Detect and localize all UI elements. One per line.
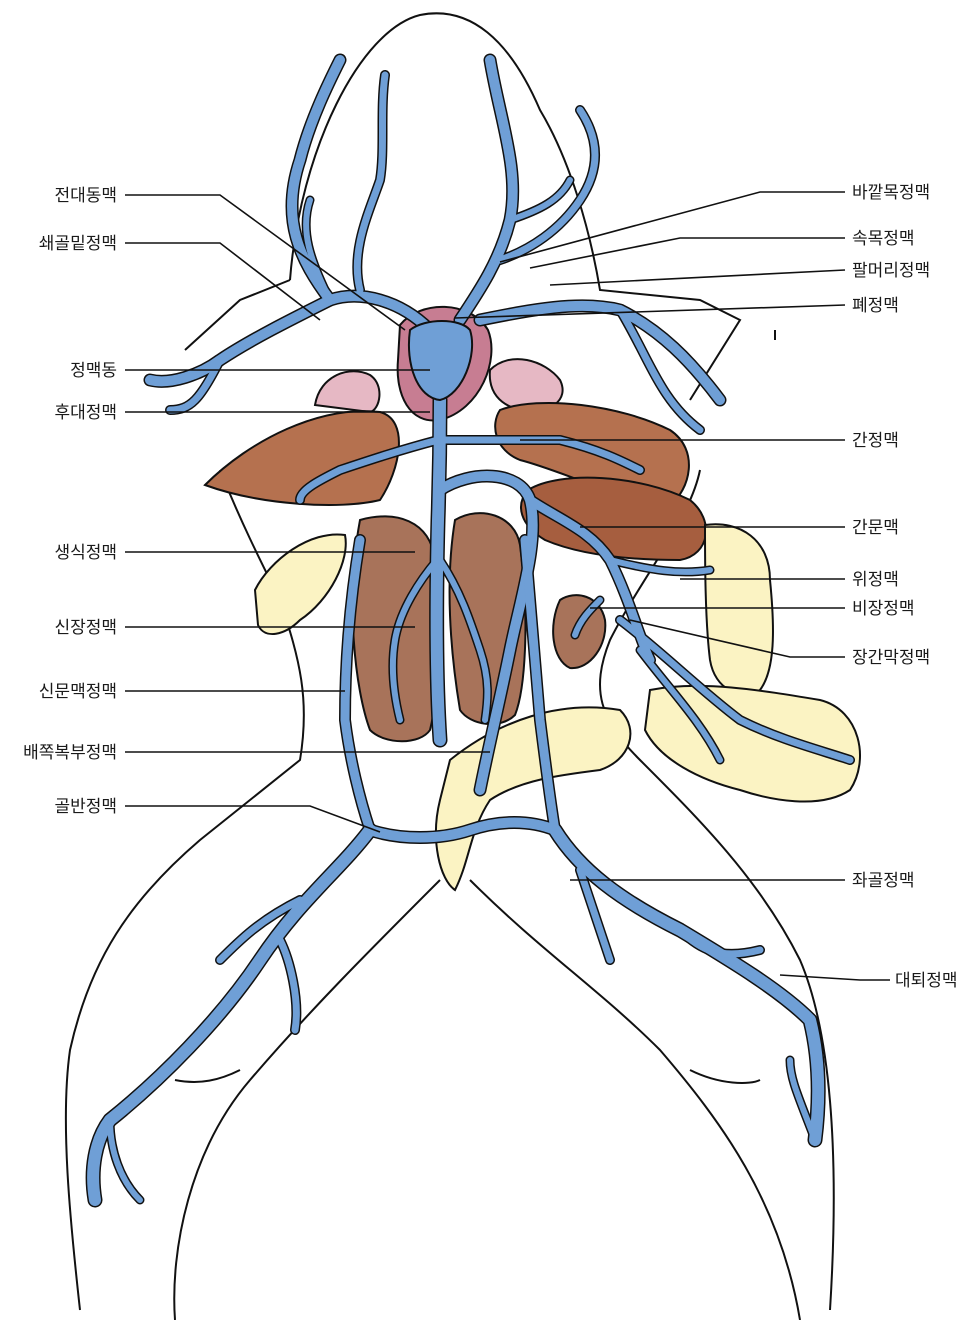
vein-posterior-vena-cava: [437, 400, 440, 740]
label-renal-vein: 신장정맥: [54, 618, 117, 638]
label-brachial-vein: 팔머리정맥: [852, 261, 930, 281]
label-anterior-vena-cava: 전대동맥: [54, 186, 117, 206]
large-intestine: [705, 524, 773, 694]
label-sinus-venosus: 정맥동: [70, 361, 117, 381]
label-internal-jugular-vein: 속목정맥: [852, 229, 915, 249]
leader-brachial-vein: [550, 270, 845, 285]
fat-body: [255, 534, 346, 634]
label-gastric-vein: 위정맥: [852, 570, 899, 590]
label-sciatic-vein: 좌골정맥: [852, 871, 915, 891]
label-genital-vein: 생식정맥: [54, 543, 117, 563]
leader-femoral-vein: [780, 975, 890, 980]
label-posterior-vena-cava: 후대정맥: [54, 403, 117, 423]
label-hepatic-vein: 간정맥: [852, 431, 899, 451]
vein-leg-left-c: [280, 940, 296, 1030]
label-pulmonary-vein: 폐정맥: [852, 296, 899, 316]
label-external-jugular-vein: 바깥목정맥: [852, 183, 930, 203]
label-renal-portal-vein: 신문맥정맥: [39, 682, 117, 702]
leader-internal-jugular-vein: [530, 238, 845, 268]
left-lung: [315, 371, 379, 412]
leader-pelvic-vein: [125, 806, 380, 832]
vein-leg-left: [93, 830, 370, 1200]
vein-anterior-right-main: [460, 60, 513, 320]
label-pelvic-vein: 골반정맥: [54, 797, 117, 817]
label-splenic-vein: 비장정맥: [852, 599, 915, 619]
intestine-loop: [436, 707, 630, 890]
label-ventral-abdominal-vein: 배쪽복부정맥: [23, 743, 117, 763]
label-femoral-vein: 대퇴정맥: [895, 971, 958, 991]
labels-right: 바깥목정맥 속목정맥 팔머리정맥 폐정맥 간정맥 간문맥 위정맥 비장정맥 장간…: [852, 183, 958, 991]
vein-renal-portal-right: [525, 540, 555, 830]
label-subclavian-vein: 쇄골밑정맥: [39, 234, 117, 254]
label-mesenteric-vein: 장간막정맥: [852, 648, 930, 668]
leader-subclavian-vein: [125, 243, 320, 320]
labels-left: 전대동맥 쇄골밑정맥 정맥동 후대정맥 생식정맥 신장정맥 신문맥정맥 배쪽복부…: [23, 186, 117, 817]
label-hepatic-portal-vein: 간문맥: [852, 518, 899, 538]
